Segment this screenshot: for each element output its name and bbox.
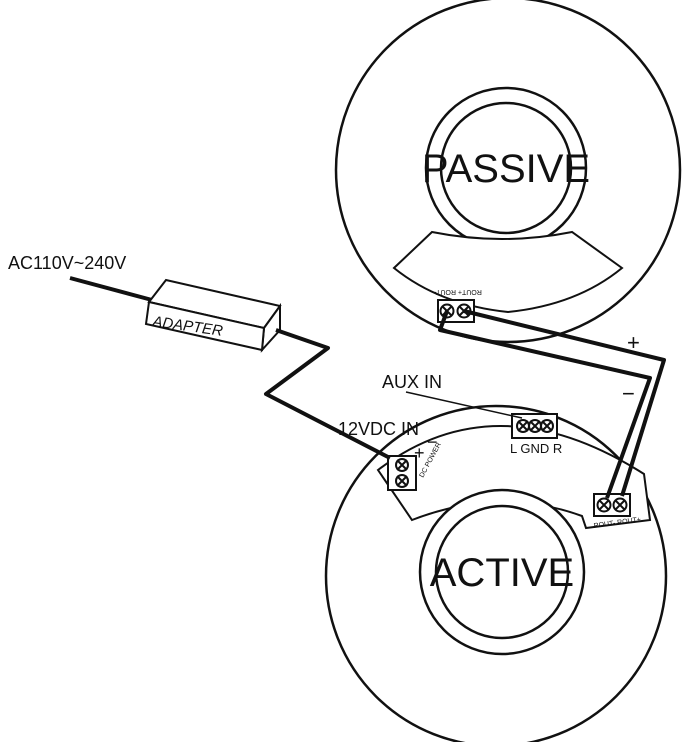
passive-terminal-plate <box>392 230 624 314</box>
aux-in-label: AUX IN <box>382 372 442 392</box>
active-speaker-inner-ring <box>418 488 586 656</box>
negative-sign: − <box>622 381 635 406</box>
active-speaker: ACTIVE + − DC POWER L GND R <box>324 404 668 742</box>
speaker-wire-negative <box>438 310 652 499</box>
active-out-terminal-block <box>593 493 631 517</box>
dc-power-cable <box>264 328 391 460</box>
power-adapter: ADAPTER <box>144 278 282 353</box>
positive-sign: + <box>627 330 640 355</box>
dc-power-terminal-block <box>387 455 417 491</box>
aux-in-leader-line <box>405 391 523 419</box>
active-label: ACTIVE <box>430 551 574 595</box>
dc-plus-sign: + <box>414 443 425 463</box>
passive-speaker-driver <box>439 101 573 235</box>
passive-terminal-label: ROUT+ ROUT- <box>434 288 482 295</box>
dc-minus-sign: − <box>427 432 438 452</box>
dc-in-label: 12VDC IN <box>338 419 419 439</box>
passive-label: PASSIVE <box>422 147 590 191</box>
aux-terminal-label: L GND R <box>510 441 562 456</box>
ac-input-label: AC110V~240V <box>8 253 126 273</box>
passive-speaker: PASSIVE ROUT+ ROUT- <box>334 0 682 344</box>
active-speaker-driver <box>434 504 570 640</box>
ac-power-cord <box>69 276 153 302</box>
speaker-wire-positive <box>463 309 666 497</box>
speaker-cable-pair <box>438 309 666 499</box>
